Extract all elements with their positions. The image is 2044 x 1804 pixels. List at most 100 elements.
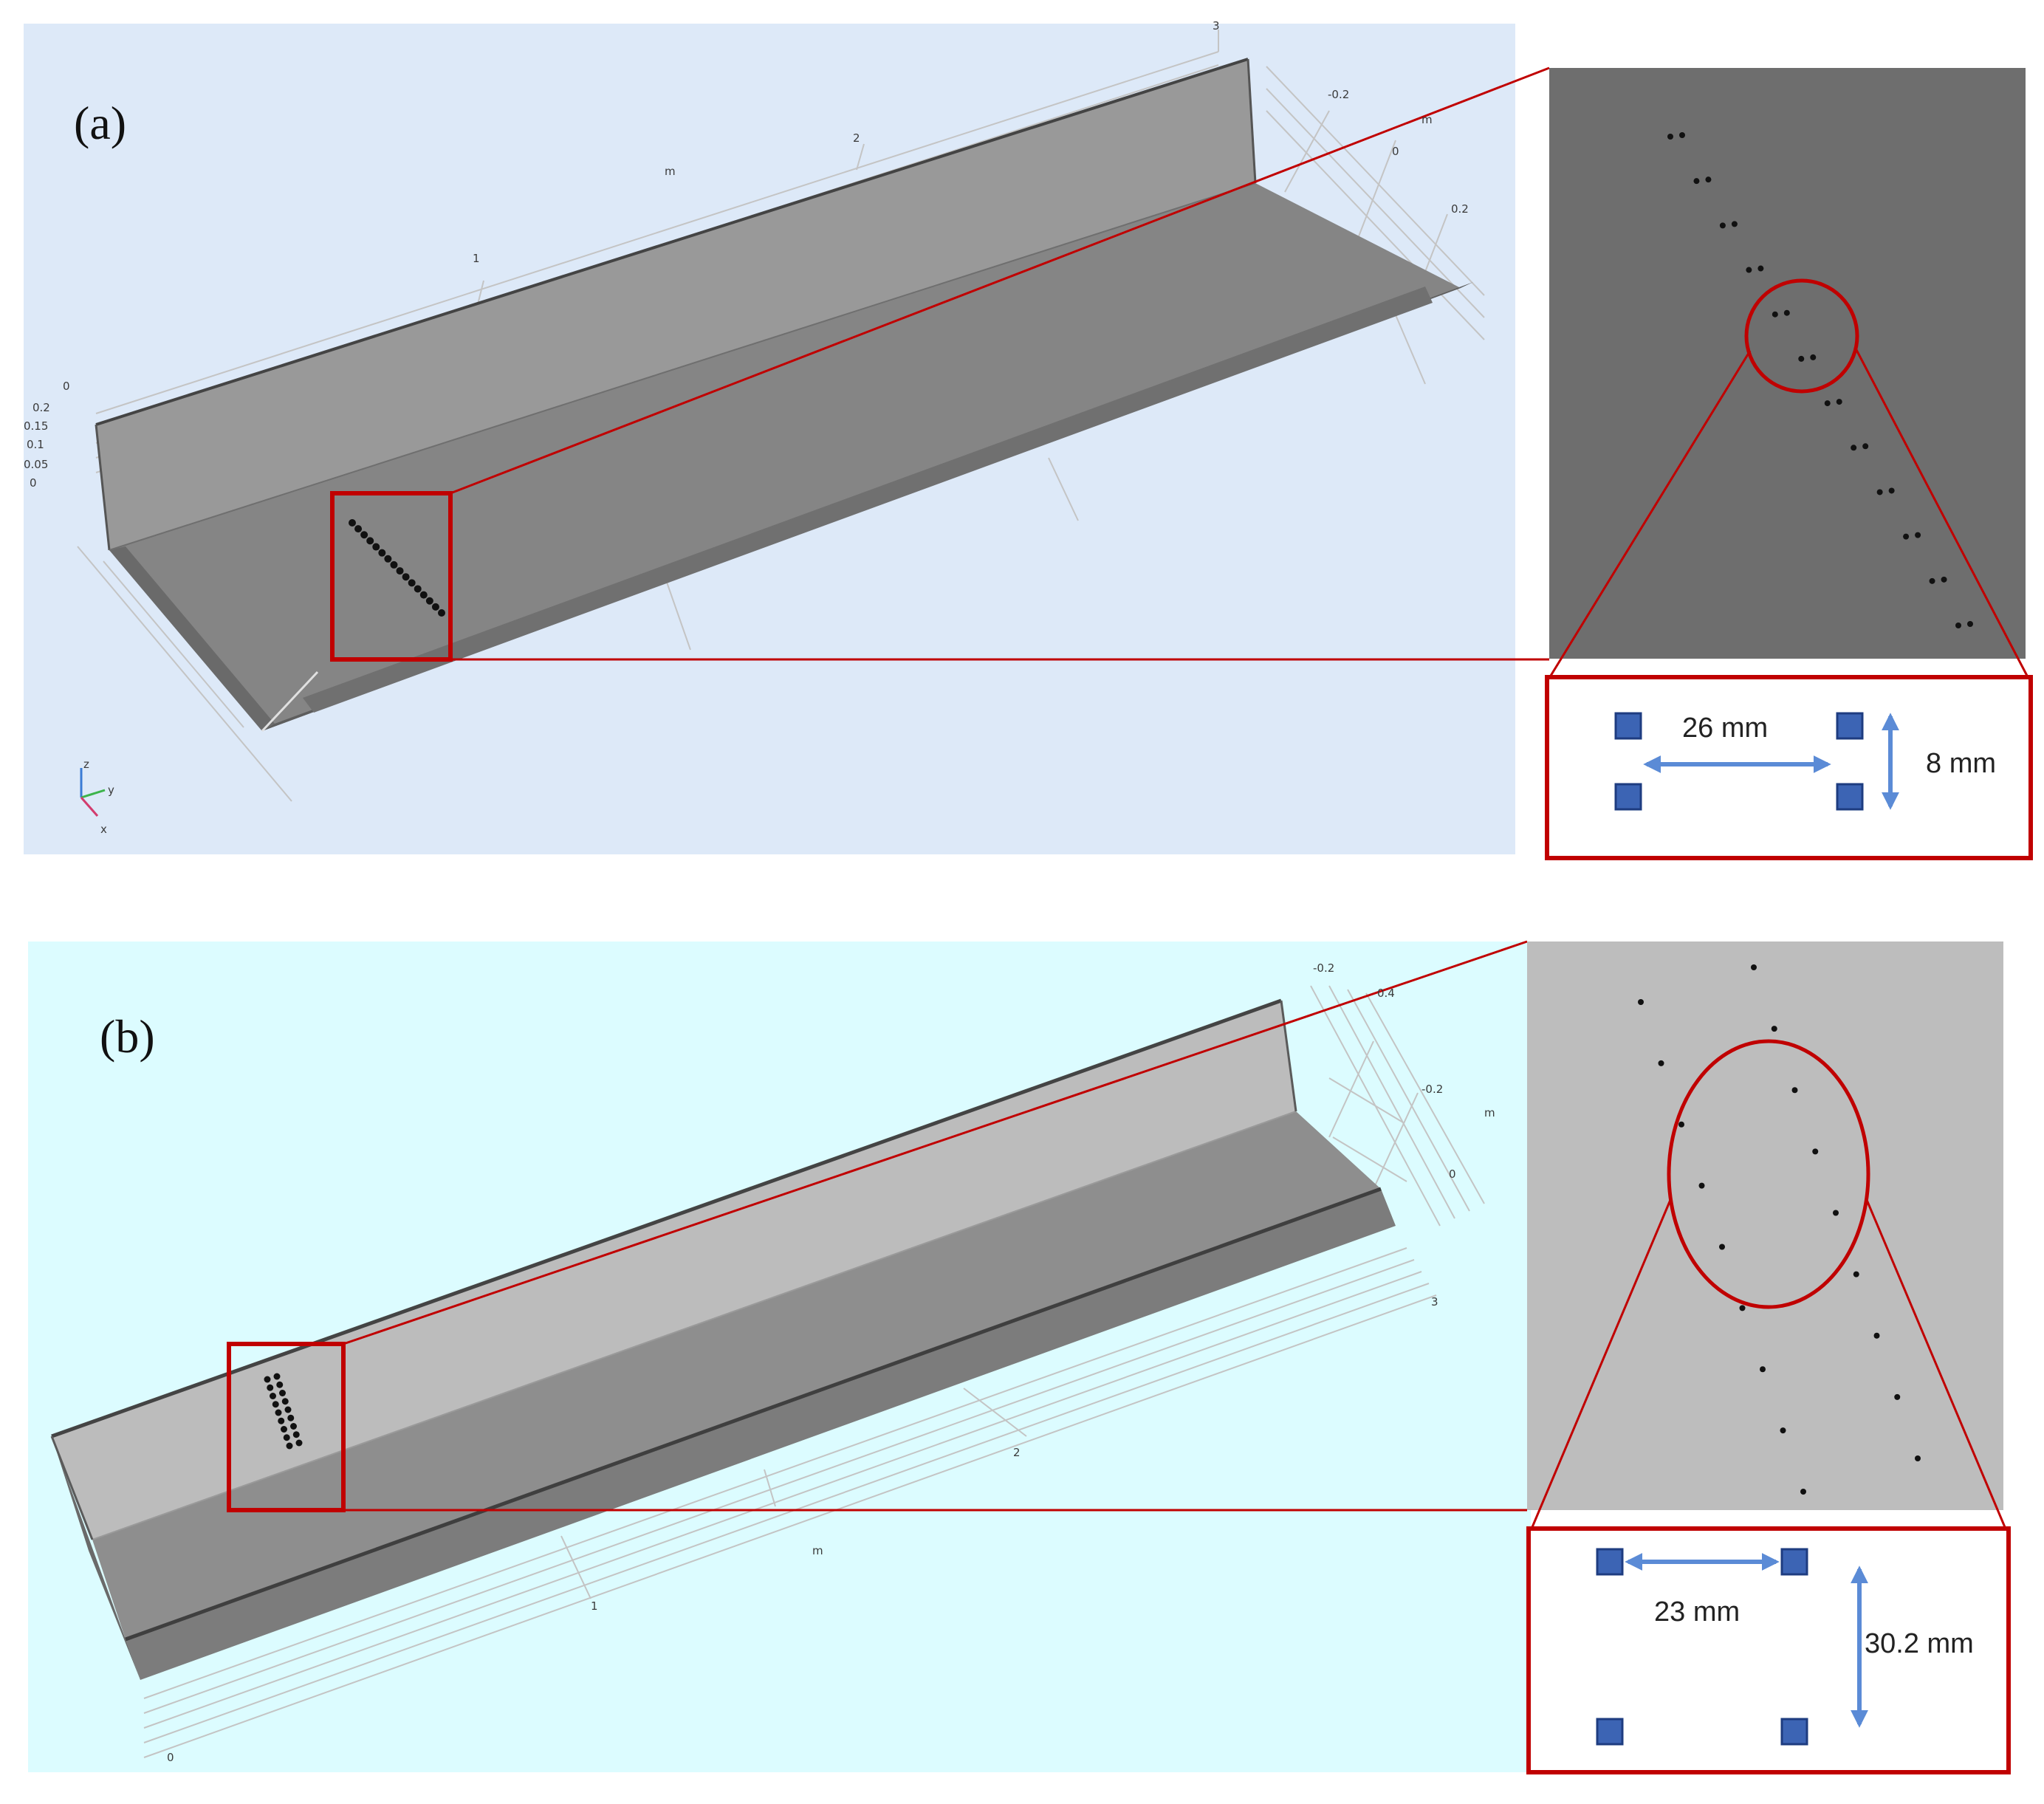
sensor-marker — [284, 1406, 292, 1413]
axis-a-z-tick-5: 0.05 — [24, 458, 48, 471]
sensor-marker — [264, 1376, 271, 1383]
panel-b-highlight-box — [227, 1342, 346, 1512]
zoom-sensor-marker — [1739, 1305, 1746, 1311]
zoom-sensor-marker — [1791, 1087, 1798, 1094]
zoom-sensor-marker — [1678, 1121, 1684, 1128]
panel-a-zoom-sensors — [1667, 132, 1973, 628]
axis-b-x-tick-1: 1 — [591, 1599, 598, 1613]
detail-a-sensor — [1614, 712, 1642, 740]
panel-a-zoom-connector-right — [1853, 346, 2028, 676]
panel-b-zoom-view — [1527, 942, 2003, 1510]
panel-b: -0.2 0.4 -0.2 m 0 3 2 m 1 0 (b) 23 mm — [28, 940, 2011, 1774]
sensor-marker — [295, 1439, 303, 1447]
channel-b-inner-wall — [52, 1001, 1296, 1540]
axis-a-y-tick-2: 0 — [1392, 145, 1399, 158]
detail-a-sensor — [1836, 783, 1864, 811]
axis-a-x-tick-3: 3 — [1213, 19, 1220, 32]
sensor-marker — [372, 543, 380, 551]
panel-b-grid — [143, 985, 1485, 1758]
panel-b-channel — [50, 998, 1396, 1680]
sensor-marker — [286, 1442, 293, 1450]
detail-b-sensor — [1780, 1548, 1808, 1576]
panel-a-vertical-dimension-label: 8 mm — [1926, 748, 1996, 779]
panel-a-connector-top — [450, 66, 1550, 495]
triad-y-label: y — [108, 783, 114, 797]
zoom-sensor-marker — [1888, 487, 1895, 494]
axis-b-y-tick-1: -0.2 — [1313, 961, 1334, 975]
axis-a-z-tick-6: 0 — [30, 476, 37, 490]
zoom-sensor-marker — [1967, 621, 1973, 627]
panel-b-sensor-grid — [264, 1373, 303, 1450]
zoom-sensor-marker — [1903, 533, 1910, 540]
zoom-sensor-marker — [1658, 1060, 1664, 1066]
zoom-sensor-marker — [1929, 577, 1935, 584]
sensor-marker — [287, 1414, 295, 1421]
sensor-marker — [292, 1431, 300, 1438]
triad-x-label: x — [100, 823, 107, 836]
axis-a-y-unit: m — [1421, 113, 1433, 126]
axis-b-y-tick-4: 0 — [1449, 1167, 1456, 1181]
axis-b-x-tick-3: 3 — [1431, 1295, 1438, 1309]
zoom-sensor-marker — [1800, 1489, 1806, 1495]
sensor-marker — [378, 549, 386, 557]
panel-a-axis-triad: z y x — [80, 758, 114, 836]
axis-b-y-unit: m — [1484, 1106, 1495, 1119]
sensor-marker — [267, 1384, 274, 1391]
sensor-marker — [273, 1373, 281, 1380]
sensor-marker — [276, 1381, 284, 1388]
zoom-sensor-marker — [1836, 399, 1842, 405]
axis-b-x-tick-0: 0 — [167, 1751, 174, 1764]
zoom-sensor-marker — [1667, 134, 1673, 140]
sensor-marker — [414, 585, 422, 593]
axis-a-z-tick-4: 0.1 — [27, 438, 44, 451]
zoom-sensor-marker — [1941, 576, 1947, 583]
sensor-marker — [360, 531, 368, 539]
panel-a-detail-sensors — [1614, 712, 1864, 811]
panel-a-detail-box — [1545, 675, 2033, 860]
axis-b-y-tick-2: 0.4 — [1377, 987, 1395, 1000]
detail-b-sensor — [1596, 1548, 1624, 1576]
panel-a-zoom-circle — [1744, 278, 1859, 394]
panel-b-vertical-dimension-label: 30.2 mm — [1865, 1628, 1974, 1659]
panel-a: m 1 2 3 -0.2 m 0 0.2 0 0.2 0.15 0.1 0.05… — [24, 19, 2033, 860]
sensor-marker — [425, 597, 433, 605]
sensor-marker — [419, 591, 428, 599]
sensor-marker — [281, 1426, 287, 1433]
axis-b-x-tick-2: 2 — [1013, 1446, 1021, 1459]
zoom-sensor-marker — [1833, 1210, 1839, 1216]
panel-a-channel — [95, 58, 1473, 733]
sensor-marker — [438, 609, 445, 617]
axis-b-y-tick-3: -0.2 — [1421, 1083, 1443, 1096]
zoom-sensor-marker — [1810, 354, 1817, 360]
zoom-sensor-marker — [1698, 1182, 1705, 1189]
panel-b-detail-sensors — [1596, 1548, 1808, 1746]
zoom-sensor-marker — [1746, 267, 1752, 273]
zoom-sensor-marker — [1798, 355, 1805, 362]
zoom-sensor-marker — [1760, 1366, 1766, 1373]
panel-b-detail-box — [1526, 1526, 2011, 1774]
panel-a-sensor-line — [349, 519, 445, 617]
axis-b-unit: m — [812, 1544, 823, 1557]
channel-a-floor — [109, 183, 1461, 731]
channel-b-front-wall — [126, 1189, 1396, 1680]
zoom-sensor-marker — [1751, 964, 1757, 970]
axis-a-y-tick-1: -0.2 — [1328, 88, 1349, 101]
sensor-marker — [390, 560, 398, 569]
zoom-sensor-marker — [1915, 1455, 1921, 1461]
sensor-marker — [349, 519, 356, 527]
detail-a-sensor — [1836, 712, 1864, 740]
axis-a-x-tick-1: 1 — [473, 252, 480, 265]
zoom-sensor-marker — [1757, 265, 1764, 272]
sensor-marker — [396, 567, 404, 575]
panel-b-axis-labels: -0.2 0.4 -0.2 m 0 3 2 m 1 0 — [167, 961, 1495, 1764]
zoom-sensor-marker — [1693, 178, 1700, 185]
sensor-marker — [384, 555, 392, 563]
panel-b-zoom-sensors — [1638, 964, 1921, 1495]
sensor-marker — [270, 1393, 276, 1399]
triad-z-label: z — [83, 758, 89, 771]
sensor-marker — [281, 1398, 289, 1405]
zoom-sensor-marker — [1783, 309, 1790, 316]
panel-b-horizontal-dimension-label: 23 mm — [1654, 1596, 1740, 1628]
axis-a-unit: m — [665, 165, 676, 178]
